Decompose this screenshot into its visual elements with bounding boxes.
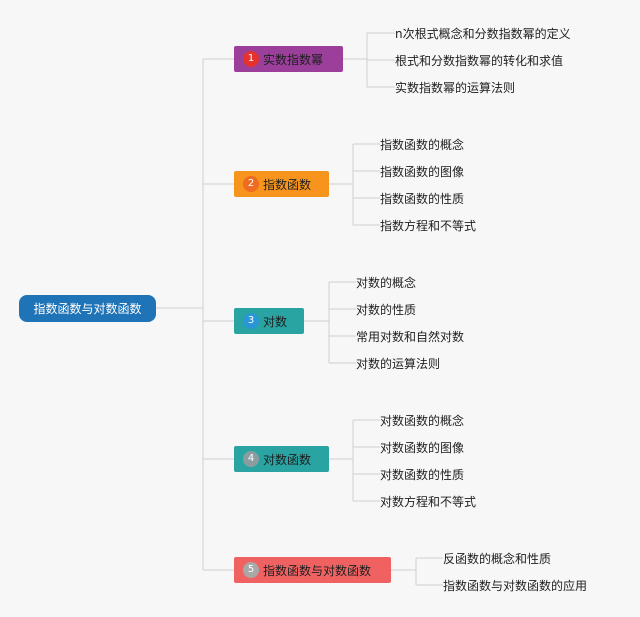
leaf-node[interactable]: 对数的概念 [356,275,417,290]
root-label: 指数函数与对数函数 [33,302,142,316]
leaf-node[interactable]: 对数方程和不等式 [380,494,477,509]
leaf-node[interactable]: 对数函数的性质 [380,467,465,482]
number-badge-icon: 3 [243,313,259,329]
leaf-node[interactable]: 常用对数和自然对数 [356,329,465,344]
leaf-node[interactable]: 反函数的概念和性质 [443,551,552,566]
leaf-node[interactable]: 对数的性质 [356,302,417,317]
branch-label: 指数函数与对数函数 [263,563,372,578]
leaf-node[interactable]: 对数函数的概念 [380,413,465,428]
leaf-node[interactable]: 指数函数的概念 [380,137,465,152]
branch-label: 实数指数幂 [263,52,324,67]
leaf-node[interactable]: 指数方程和不等式 [380,218,477,233]
branch-label: 指数函数 [263,177,312,192]
branch-node-real-exponent[interactable]: 1 实数指数幂 [234,46,343,72]
leaf-node[interactable]: 实数指数幂的运算法则 [395,80,516,95]
number-badge-icon: 1 [243,51,259,67]
number-badge-icon: 2 [243,176,259,192]
branch-node-logarithmic-function[interactable]: 4 对数函数 [234,446,329,472]
branch-node-exp-and-log-functions[interactable]: 5 指数函数与对数函数 [234,557,391,583]
root-node[interactable]: 指数函数与对数函数 [19,295,156,322]
branch-label: 对数函数 [263,452,312,467]
leaf-node[interactable]: 指数函数的性质 [380,191,465,206]
branch-node-exponential-function[interactable]: 2 指数函数 [234,171,329,197]
leaf-node[interactable]: n次根式概念和分数指数幂的定义 [395,26,571,41]
number-badge-icon: 4 [243,451,259,467]
branch-node-logarithm[interactable]: 3 对数 [234,308,304,334]
leaf-node[interactable]: 对数的运算法则 [356,356,441,371]
branch-label: 对数 [263,314,288,329]
leaf-node[interactable]: 对数函数的图像 [380,440,465,455]
leaf-node[interactable]: 指数函数与对数函数的应用 [443,578,588,593]
leaf-node[interactable]: 根式和分数指数幂的转化和求值 [395,53,564,68]
number-badge-icon: 5 [243,562,259,578]
leaf-node[interactable]: 指数函数的图像 [380,164,465,179]
